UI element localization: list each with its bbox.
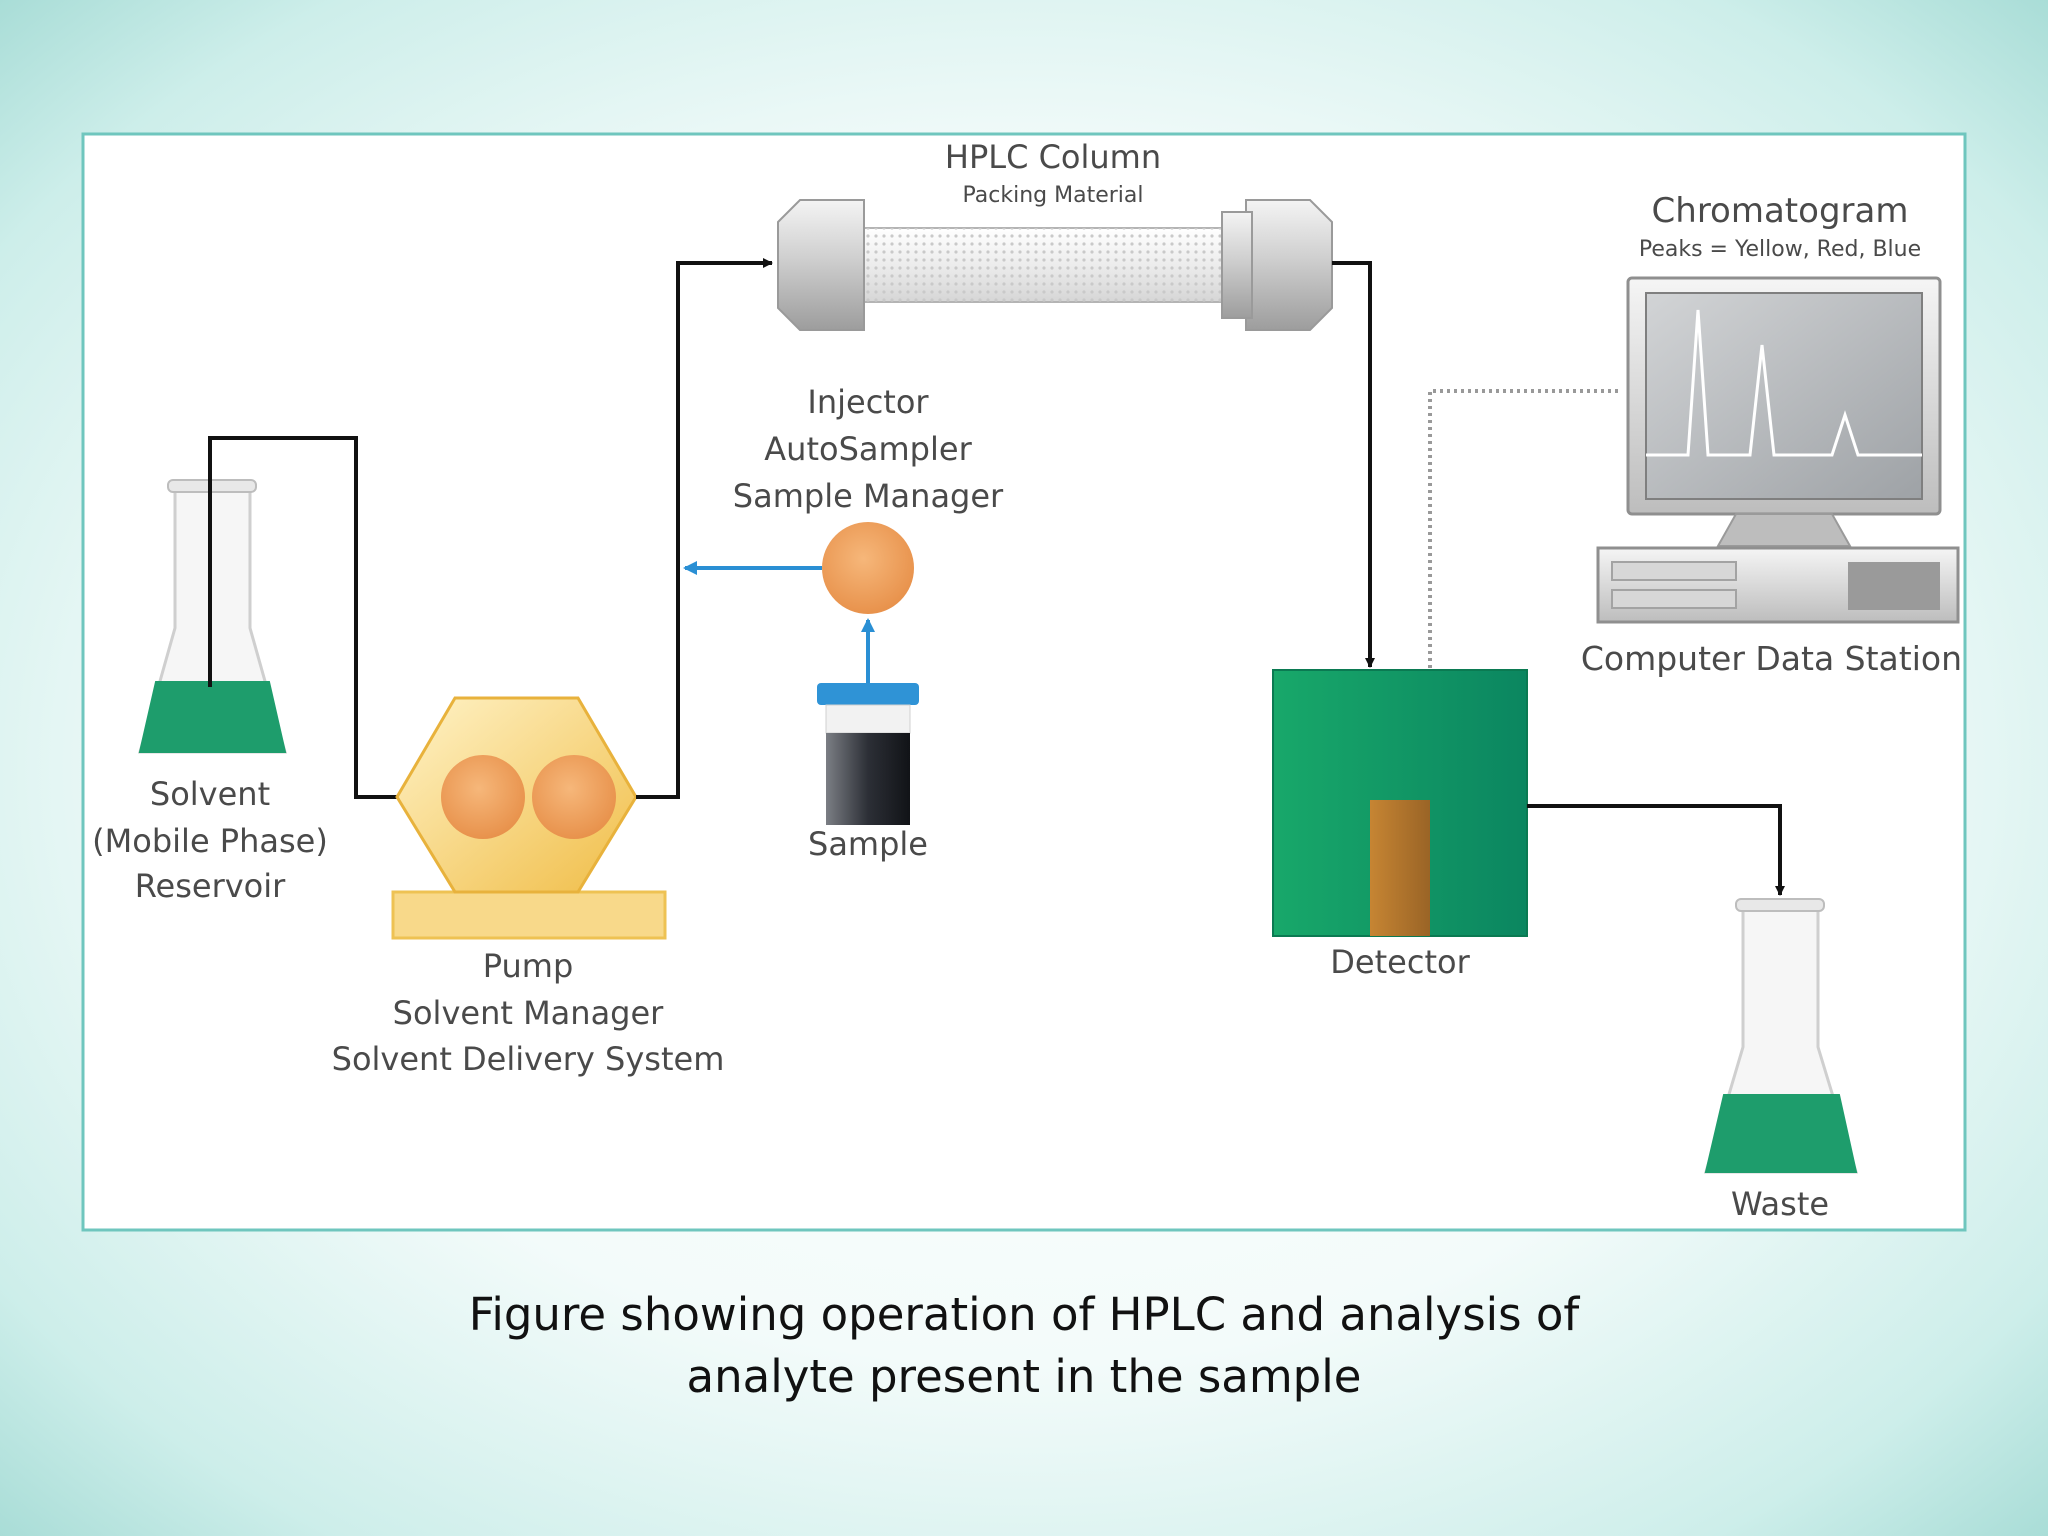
autosampler-label: AutoSampler — [764, 430, 972, 468]
injector-label: Injector — [807, 383, 929, 421]
hplc-column — [777, 199, 1333, 331]
detector — [1272, 669, 1528, 937]
sample-vial — [817, 683, 919, 825]
pump — [391, 696, 667, 940]
pump-to-column-line — [636, 258, 773, 799]
reservoir-label: Reservoir — [135, 867, 286, 905]
chromatogram-subtitle: Peaks = Yellow, Red, Blue — [1639, 237, 1921, 262]
detector-label: Detector — [1330, 943, 1470, 981]
waste-flask — [1703, 898, 1859, 1174]
pump-label: Pump — [483, 947, 574, 985]
sample-label: Sample — [808, 825, 928, 863]
data-signal-line — [1428, 389, 1622, 668]
caption-line-2: analyte present in the sample — [686, 1350, 1362, 1403]
solvent-manager-label: Solvent Manager — [393, 994, 665, 1032]
injector-disc — [822, 522, 914, 614]
detector-to-waste-line — [1527, 804, 1785, 896]
column-title: HPLC Column — [945, 138, 1161, 176]
computer-label: Computer Data Station — [1581, 639, 1962, 678]
figure-caption: Figure showing operation of HPLC and ana… — [224, 1284, 1824, 1408]
solvent-label: Solvent — [150, 775, 270, 813]
chromatogram-title: Chromatogram — [1652, 191, 1909, 231]
column-subtitle: Packing Material — [963, 183, 1144, 208]
column-to-detector-line — [1332, 261, 1375, 668]
computer — [1596, 276, 1960, 624]
solvent-to-pump-line — [208, 436, 418, 802]
waste-label: Waste — [1731, 1185, 1829, 1223]
sample-manager-label: Sample Manager — [733, 477, 1004, 515]
solvent-delivery-label: Solvent Delivery System — [332, 1040, 725, 1078]
mobile-phase-label: (Mobile Phase) — [92, 822, 328, 860]
caption-line-1: Figure showing operation of HPLC and ana… — [468, 1288, 1580, 1341]
chromatogram-trace — [1646, 309, 1922, 457]
